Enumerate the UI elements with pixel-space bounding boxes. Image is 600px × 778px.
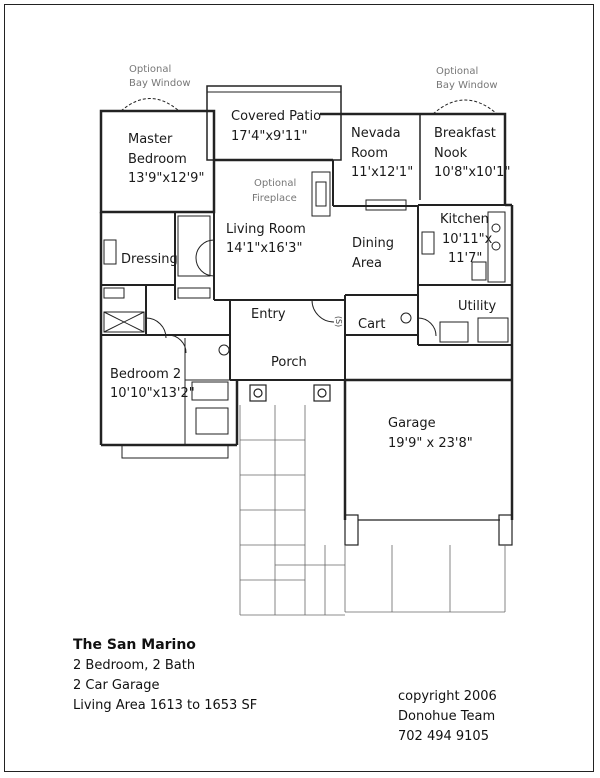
walkway-pavers [239,405,345,616]
living-room-dims: 14'1"x16'3" [226,241,303,256]
nevada-breakfast-walls [320,112,507,206]
plan-bedrooms: 2 Bedroom, 2 Bath [73,658,196,673]
covered-patio-dims: 17'4"x9'11" [231,129,308,144]
kitchen-dims-1: 10'11"x [442,232,493,247]
bedroom2-bay [121,445,229,459]
breakfast-nook-label-2: Nook [434,146,468,161]
covered-patio-label: Covered Patio [231,109,322,124]
plan-garage: 2 Car Garage [73,678,160,693]
house-outer-walls [99,158,514,447]
driveway [344,545,506,613]
left-bay-window-note-1: Optional [129,64,172,75]
bedroom2-bath [184,338,237,445]
master-bedroom-label-1: Master [128,132,173,147]
nevada-room-label-1: Nevada [351,126,401,141]
credit-team: Donohue Team [398,709,496,724]
master-bedroom-dims: 13'9"x12'9" [128,171,205,186]
bedroom-2-label: Bedroom 2 [110,367,182,382]
kitchen-fixtures [365,199,506,283]
fireplace-outline [311,171,331,217]
fireplace-note-2: Fireplace [252,193,297,204]
nevada-room-dims: 11'x12'1" [351,165,414,180]
right-bay-window-note-1: Optional [436,66,479,77]
garage-door [344,514,513,546]
closet-tag: (S) [334,315,344,328]
master-bedroom-label-2: Bedroom [128,152,187,167]
left-bay-window [120,98,180,112]
dining-area-label-1: Dining [352,236,394,251]
interior-walls [101,160,512,381]
dressing-closets [103,215,211,333]
utility-fixtures [400,312,509,343]
right-bay-window-note-2: Bay Window [436,80,498,91]
door-swings [145,239,437,354]
dressing-label: Dressing [121,252,178,267]
kitchen-dims-2: 11'7" [448,251,483,266]
copyright-line: copyright 2006 [398,689,497,704]
garage-walls [343,345,514,520]
plan-living-area: Living Area 1613 to 1653 SF [73,698,258,713]
plan-title: The San Marino [73,637,196,653]
garage-label: Garage [388,416,436,431]
garage-dims: 19'9" x 23'8" [388,436,473,451]
porch-label: Porch [271,355,307,370]
bedroom-2-dims: 10'10"x13'2" [110,386,195,401]
utility-label: Utility [458,299,497,314]
fireplace-note-1: Optional [254,178,297,189]
page-border [4,4,594,772]
nevada-room-label-2: Room [351,146,389,161]
right-bay-window [432,99,498,115]
entry-label: Entry [251,307,286,322]
left-bay-window-note-2: Bay Window [129,78,191,89]
breakfast-nook-label-1: Breakfast [434,126,496,141]
living-room-label: Living Room [226,222,306,237]
cart-label: Cart [358,317,386,332]
dining-area-label-2: Area [352,256,382,271]
kitchen-label: Kitchen [440,212,489,227]
credit-phone: 702 494 9105 [398,729,489,744]
porch-columns [249,384,331,402]
breakfast-nook-dims: 10'8"x10'1" [434,165,511,180]
